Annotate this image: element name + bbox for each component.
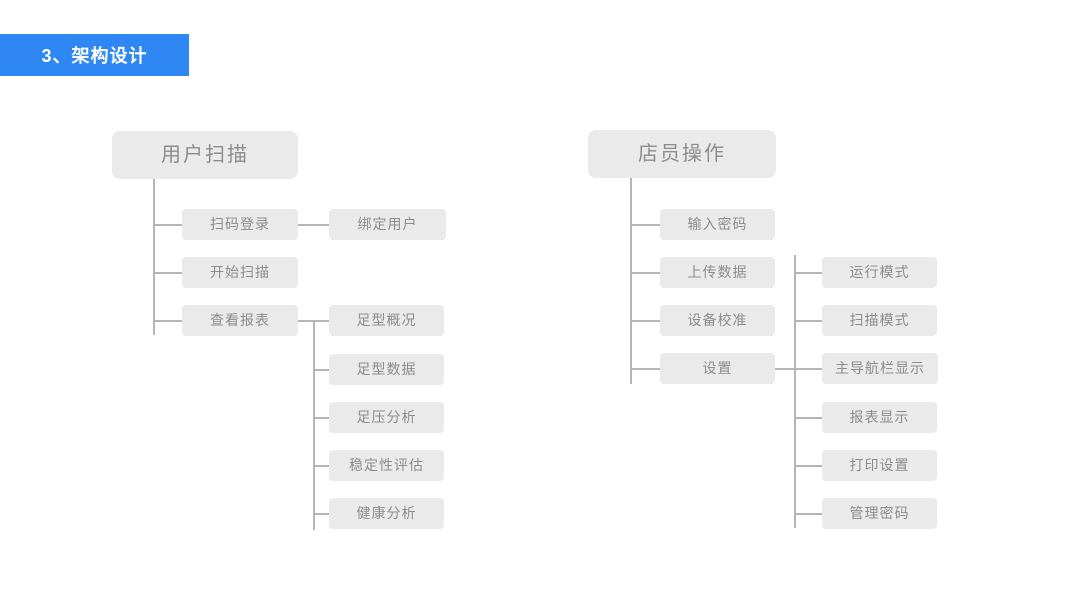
node-stability-evaluation: 稳定性评估 bbox=[329, 450, 444, 481]
node-device-calibration: 设备校准 bbox=[660, 305, 775, 336]
node-report-display: 报表显示 bbox=[822, 402, 937, 433]
connector-line bbox=[794, 417, 822, 419]
connector-line bbox=[313, 369, 329, 371]
node-user-scan-root: 用户扫描 bbox=[112, 131, 298, 179]
node-health-analysis: 健康分析 bbox=[329, 498, 444, 529]
section-title-badge: 3、架构设计 bbox=[0, 34, 189, 76]
connector-line bbox=[313, 417, 329, 419]
node-run-mode: 运行模式 bbox=[822, 257, 937, 288]
node-foot-type-data: 足型数据 bbox=[329, 354, 444, 385]
connector-line bbox=[794, 513, 822, 515]
connector-line bbox=[630, 272, 660, 274]
connector-line bbox=[153, 272, 182, 274]
node-scan-code-login: 扫码登录 bbox=[182, 209, 298, 240]
node-main-nav-display: 主导航栏显示 bbox=[822, 353, 938, 384]
clerk-ops-trunk-line bbox=[630, 178, 632, 384]
user-scan-trunk-line bbox=[153, 179, 155, 335]
node-bind-user: 绑定用户 bbox=[329, 209, 446, 240]
connector-line bbox=[775, 368, 795, 370]
section-title: 3、架构设计 bbox=[41, 46, 148, 66]
connector-line bbox=[630, 320, 660, 322]
connector-line bbox=[794, 465, 822, 467]
node-foot-type-overview: 足型概况 bbox=[329, 305, 444, 336]
connector-line bbox=[630, 224, 660, 226]
node-start-scan: 开始扫描 bbox=[182, 257, 298, 288]
node-print-settings: 打印设置 bbox=[822, 450, 937, 481]
node-enter-password: 输入密码 bbox=[660, 209, 775, 240]
connector-line bbox=[794, 368, 822, 370]
node-upload-data: 上传数据 bbox=[660, 257, 775, 288]
connector-line bbox=[313, 465, 329, 467]
connector-line bbox=[153, 224, 182, 226]
node-view-report: 查看报表 bbox=[182, 305, 298, 336]
connector-line bbox=[313, 513, 329, 515]
view-report-trunk-line bbox=[313, 320, 315, 530]
connector-line bbox=[298, 224, 329, 226]
node-settings: 设置 bbox=[660, 353, 775, 384]
node-clerk-ops-root: 店员操作 bbox=[588, 130, 776, 178]
node-foot-pressure-analysis: 足压分析 bbox=[329, 402, 444, 433]
connector-line bbox=[794, 320, 822, 322]
connector-line bbox=[794, 272, 822, 274]
connector-line bbox=[630, 368, 660, 370]
connector-line bbox=[153, 320, 182, 322]
settings-trunk-line bbox=[794, 255, 796, 528]
node-admin-password: 管理密码 bbox=[822, 498, 937, 529]
node-scan-mode: 扫描模式 bbox=[822, 305, 937, 336]
